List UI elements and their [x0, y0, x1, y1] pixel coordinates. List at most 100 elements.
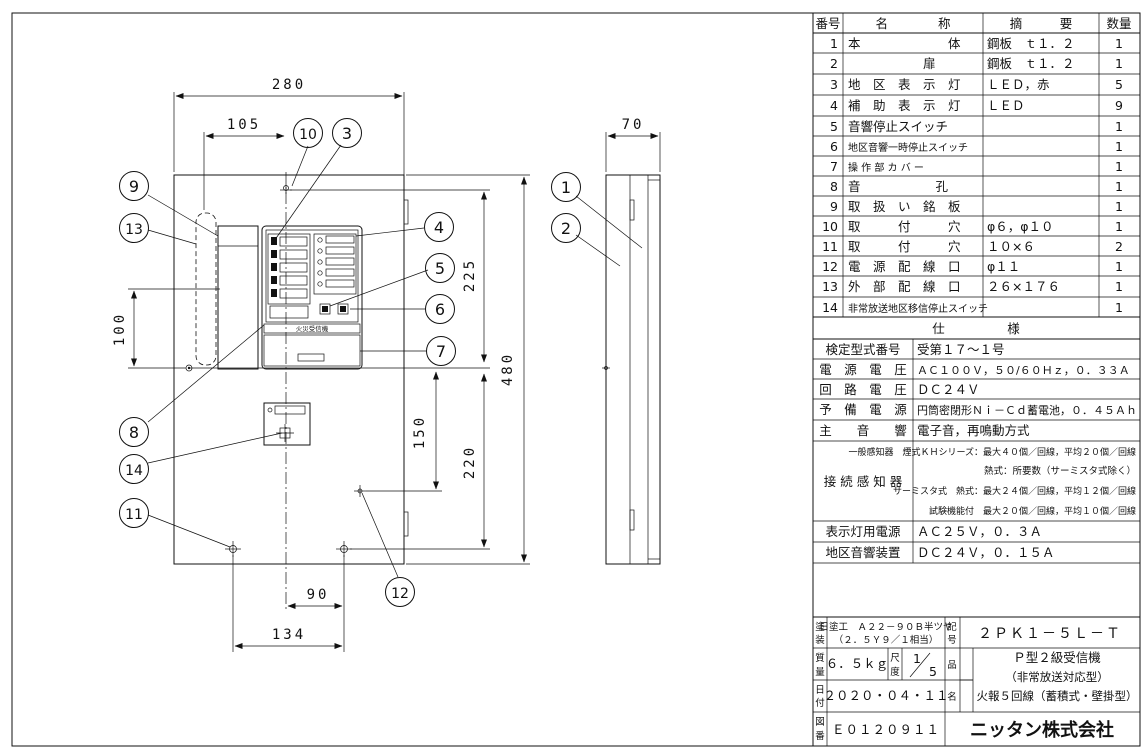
part-number: 14	[822, 300, 838, 315]
dim-90: 90	[307, 587, 330, 603]
header-name: 名 称	[875, 16, 950, 31]
part-number: 13	[822, 279, 838, 294]
part-name: 取 付 穴	[848, 219, 961, 234]
spec-label: 主 音 響	[819, 423, 907, 438]
callout-1	[551, 172, 581, 202]
part-name: 取 扱 い 銘 板	[848, 199, 961, 214]
svg-text:5: 5	[435, 259, 445, 278]
svg-text:名: 名	[947, 691, 957, 703]
side-view	[602, 174, 661, 565]
part-name: 扉	[848, 56, 936, 71]
front-view: 火災受信機	[173, 172, 409, 612]
part-name: 取 付 穴	[848, 239, 961, 254]
svg-text:12: 12	[391, 586, 409, 602]
product-name-3: 火報５回線（蓄積式・壁掛型）	[977, 689, 1138, 703]
dim-105: 105	[227, 117, 261, 133]
part-summary: φ１１	[987, 259, 1020, 274]
detector-label: 接 続 感 知 器	[824, 474, 903, 489]
part-name: 補 助 表 示 灯	[848, 98, 961, 113]
part-qty: 1	[1115, 279, 1123, 294]
part-qty: 5	[1115, 77, 1123, 92]
spec-label: 回 路 電 圧	[819, 382, 907, 397]
part-number: 7	[830, 159, 838, 174]
svg-text:14: 14	[125, 463, 143, 479]
company-name: ニッタン株式会社	[970, 719, 1114, 741]
product-name-2: （非常放送対応型）	[1005, 670, 1109, 684]
spec-value: ＡＣ１００Ｖ，５０/６０Ｈｚ，０．３３Ａ	[917, 364, 1130, 377]
dim-480: 480	[500, 352, 516, 386]
date: ２０２０・０４・１１	[823, 688, 948, 703]
drawing-number: Ｅ０１２０９１１	[832, 722, 940, 737]
dimensions: 280 105 480 225 220 150 100 90	[112, 77, 661, 652]
dim-150: 150	[412, 415, 428, 449]
svg-text:図: 図	[815, 717, 825, 728]
auxiliary-indicator-lamps	[313, 233, 357, 295]
scale-denominator: 5	[929, 664, 937, 679]
part-qty: 1	[1115, 36, 1123, 51]
model-number: ２ＰＫ１－５Ｌ－Ｔ	[978, 626, 1122, 642]
part-number: 9	[830, 199, 838, 214]
spec-value: 受第１７～１号	[917, 342, 1005, 357]
detector-line-2: 熱式：所要数（サーミスタ式除く）	[984, 465, 1136, 477]
dim-100: 100	[112, 312, 128, 346]
part-qty: 1	[1115, 259, 1123, 274]
detector-line-1: 一般感知器 煙式ＫＨシリーズ：最大４０個／回線，平均２０個／回線	[848, 446, 1136, 458]
svg-text:品: 品	[947, 660, 957, 671]
mounting-holes-bottom	[225, 541, 352, 557]
svg-text:塗: 塗	[815, 621, 825, 633]
part-number: 10	[822, 219, 838, 234]
svg-text:11: 11	[125, 507, 143, 523]
svg-text:記: 記	[947, 621, 957, 633]
operation-panel	[261, 225, 363, 370]
title-block: 塗 装 日塗工 Ａ２２－９０Ｂ半ツヤ （２．５Ｙ９／１相当） 記 号 ２ＰＫ１－…	[813, 616, 1140, 746]
svg-text:4: 4	[434, 218, 444, 237]
svg-text:尺: 尺	[890, 653, 900, 664]
svg-text:量: 量	[815, 667, 825, 678]
svg-text:1: 1	[561, 178, 571, 197]
spec-label: 表示灯用電源	[825, 524, 901, 539]
spec-label: 予 備 電 源	[819, 402, 907, 417]
dim-220: 220	[462, 445, 478, 479]
body-outline	[173, 174, 405, 565]
spec-header: 仕 様	[932, 321, 1020, 336]
spec-value: ＡＣ２５Ｖ，０．３Ａ	[917, 524, 1042, 539]
nameplate	[217, 225, 259, 370]
part-summary: φ６，φ１０	[987, 219, 1054, 234]
detector-line-4: 試験機能付 最大２０個／回線，平均１０個／回線	[929, 505, 1136, 517]
part-name: 外 部 配 線 口	[848, 279, 961, 294]
part-number: 2	[830, 56, 838, 71]
header-no: 番号	[815, 16, 840, 31]
part-number: 1	[830, 36, 838, 51]
part-number: 8	[830, 179, 838, 194]
svg-text:装: 装	[815, 634, 825, 646]
operation-cover	[263, 334, 361, 367]
part-number: 4	[830, 98, 838, 113]
spec-value: ＤＣ２４Ｖ，０．１５Ａ	[917, 545, 1055, 560]
svg-text:付: 付	[815, 698, 825, 709]
spec-label: 電 源 電 圧	[819, 362, 907, 377]
part-name: 電 源 配 線 口	[848, 259, 961, 274]
sheet-border	[11, 12, 1141, 747]
spec-label: 検定型式番号	[825, 342, 900, 357]
header-qty: 数量	[1106, 16, 1131, 31]
part-name: 非常放送地区移信停止スイッチ	[848, 302, 988, 315]
callout-14	[119, 454, 149, 484]
dim-70: 70	[622, 117, 645, 133]
part-summary: ＬＥＤ，赤	[987, 77, 1050, 92]
part-qty: 1	[1115, 119, 1123, 134]
product-name-1: Ｐ型２級受信機	[1013, 650, 1101, 665]
paint-spec-1: 日塗工 Ａ２２－９０Ｂ半ツヤ	[819, 621, 952, 633]
spec-value: ＤＣ２４Ｖ	[917, 382, 980, 397]
detector-line-3: サーミスタ式 熱式：最大２４個／回線，平均１２個／回線	[893, 485, 1136, 497]
svg-text:2: 2	[561, 219, 571, 238]
panel-label: 火災受信機	[296, 324, 329, 333]
zone-indicator-lamps	[267, 233, 311, 319]
part-name: 地区音響一時停止スイッチ	[848, 141, 968, 154]
part-qty: 1	[1115, 179, 1123, 194]
dim-225: 225	[462, 258, 478, 292]
dim-134: 134	[272, 627, 306, 643]
callout-5	[425, 253, 455, 283]
callout-8	[119, 417, 149, 447]
